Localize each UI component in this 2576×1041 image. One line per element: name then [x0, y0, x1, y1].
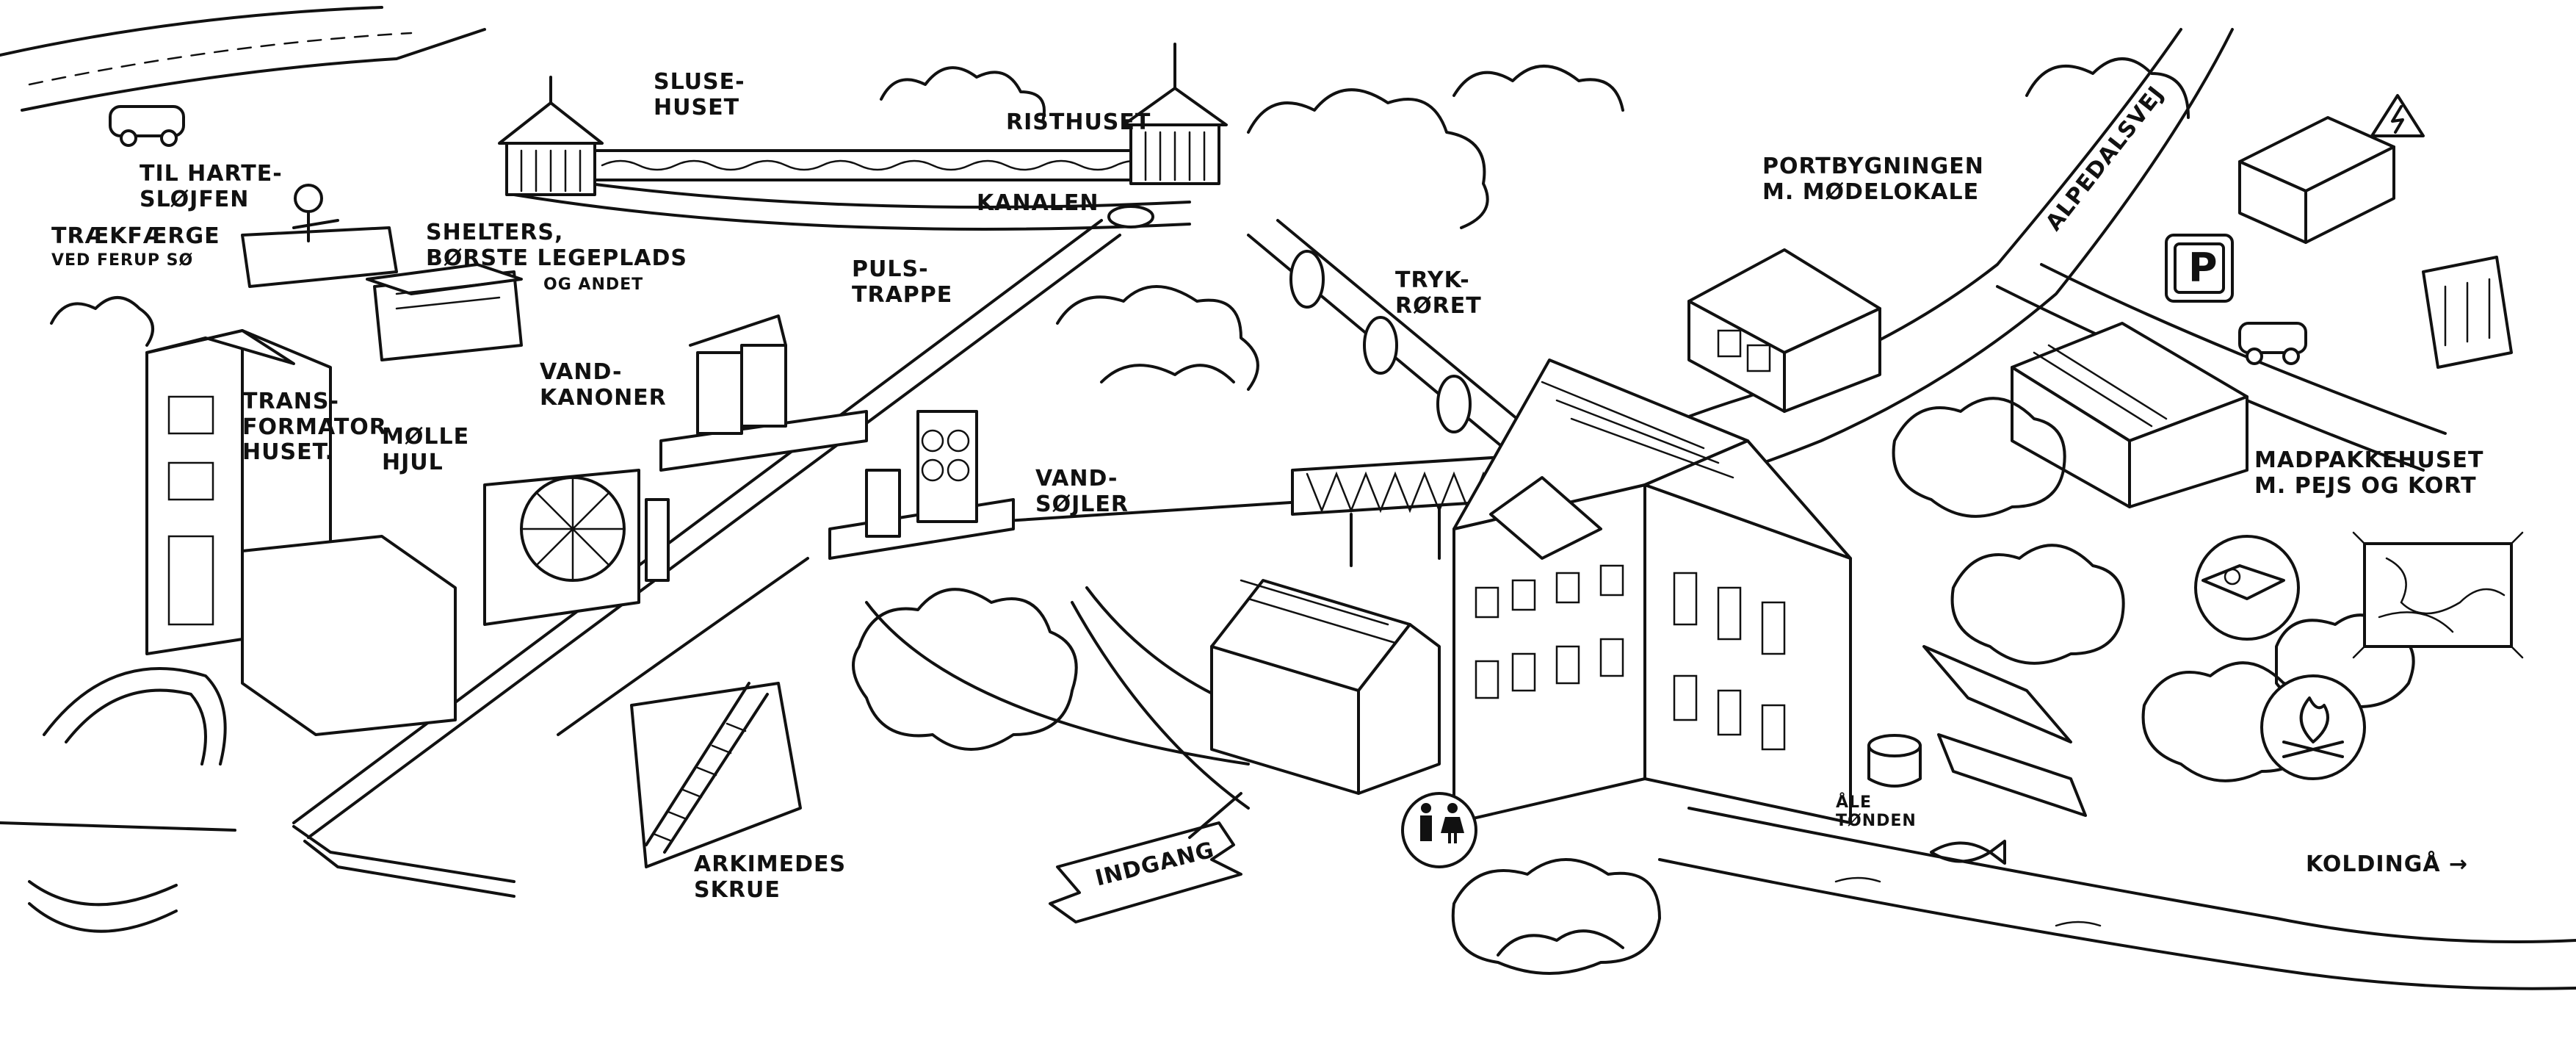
- canal: [593, 149, 1154, 181]
- label-sluse: SLUSE- HUSET: [654, 69, 745, 120]
- ferry: [241, 184, 398, 288]
- label-transformator: TRANS- FORMATOR HUSET.: [242, 389, 387, 465]
- barn-top-right: [2238, 116, 2395, 244]
- label-vandsojler: VAND- SØJLER: [1035, 466, 1129, 517]
- label-molle: MØLLE HJUL: [382, 424, 470, 475]
- rist-house: [1122, 43, 1228, 185]
- picnic-icon: [2194, 535, 2300, 641]
- label-shelters: SHELTERS, BØRSTE LEGEPLADS: [426, 220, 688, 271]
- transformer-building: [145, 329, 457, 736]
- car-top-left: [109, 105, 185, 147]
- water-cannons: [659, 314, 868, 472]
- river-koldinga: [1658, 807, 2576, 990]
- label-kanalen: KANALEN: [977, 190, 1099, 216]
- port-building: [1687, 248, 1881, 413]
- label-til-harte: TIL HARTE- SLØJFEN: [140, 161, 283, 212]
- label-traekfaerge: TRÆKFÆRGE: [51, 223, 220, 249]
- label-arkimedes: ARKIMEDES SKRUE: [694, 851, 847, 903]
- label-madpakke: MADPAKKEHUSET M. PEJS OG KORT: [2254, 447, 2484, 499]
- power-station: [1452, 359, 1852, 824]
- tryk-pipe: [1247, 219, 1536, 457]
- shelters: [366, 263, 523, 361]
- sluse-house: [498, 76, 604, 196]
- arena-shapes: [0, 667, 236, 933]
- label-portbygningen: PORTBYGNINGEN M. MØDELOKALE: [1762, 154, 1984, 205]
- puls-pipe: [292, 205, 1154, 898]
- water-columns: [828, 410, 1015, 560]
- label-shelters-sub: OG ANDET: [543, 275, 644, 294]
- danger-icon: [2370, 94, 2425, 137]
- map-board-icon: [2352, 531, 2524, 659]
- trees: [50, 57, 2415, 975]
- toilet-icon: [1401, 792, 1477, 868]
- archimedes-screw: [630, 682, 802, 868]
- parking-label: P: [2188, 245, 2218, 291]
- low-building: [1210, 579, 1441, 795]
- campfire-icon: [2260, 674, 2366, 780]
- car-right: [2238, 322, 2307, 365]
- top-left-road: [0, 6, 486, 112]
- label-traekfaerge-sub: VED FERUP SØ: [51, 251, 194, 270]
- water-wheel: [483, 469, 670, 626]
- label-puls: PULS- TRAPPE: [852, 256, 953, 308]
- label-tryk: TRYK- RØRET: [1395, 267, 1482, 319]
- transformer-right: [2422, 256, 2513, 369]
- fish-icon: [1930, 840, 2006, 865]
- madpakke-house: [2011, 322, 2248, 508]
- ramps-lower-right: [1922, 645, 2087, 817]
- entrance-sign: [1049, 792, 1242, 923]
- eel-barrel: [1867, 734, 1922, 788]
- kanalen-channel: [513, 171, 1191, 231]
- label-risthuset: RISTHUSET: [1006, 109, 1151, 135]
- label-ale: ÅLE TØNDEN: [1836, 793, 1917, 831]
- label-vandkanoner: VAND- KANONER: [540, 359, 667, 411]
- parking-icon: [2165, 234, 2234, 303]
- label-koldinga: KOLDINGÅ →: [2306, 851, 2469, 877]
